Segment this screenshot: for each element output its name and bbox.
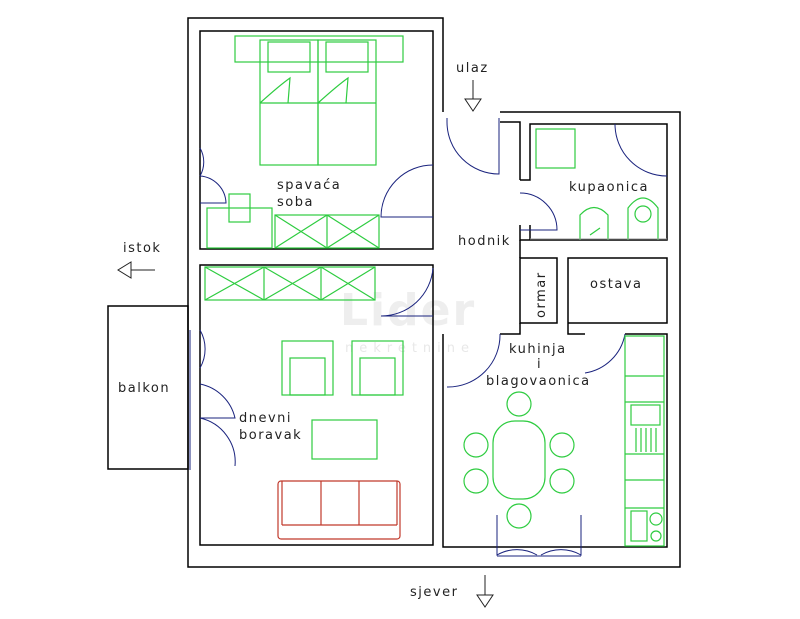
bedroom-label-2: soba [277, 195, 314, 210]
bathroom-label: kupaonica [569, 180, 649, 195]
svg-text:ulaz: ulaz [456, 61, 489, 76]
kitchen-label-2: i [537, 357, 542, 372]
coffee-table [311, 419, 378, 460]
arrow-left-icon [117, 261, 155, 279]
sofa [277, 480, 401, 540]
entrance-marker: ulaz [456, 61, 489, 112]
kitchen-label: kuhinja [509, 342, 567, 357]
bedroom-window [199, 147, 227, 204]
wardrobe-label: ormar [534, 271, 549, 318]
armchairs [281, 340, 404, 396]
storage-door [584, 333, 626, 374]
bedroom-desk-and-wardrobe [204, 193, 380, 301]
svg-text:sjever: sjever [410, 585, 458, 600]
dining-table [463, 391, 575, 529]
bedroom-door [380, 164, 434, 218]
bedroom-label: spavaća [277, 178, 341, 193]
svg-text:Lider: Lider [340, 285, 476, 336]
entrance-door [446, 118, 500, 175]
storage-label: ostava [590, 277, 642, 292]
living-door [380, 267, 434, 317]
bathroom-fixtures [530, 128, 667, 240]
balcony-doors [199, 329, 236, 467]
doors [189, 118, 668, 557]
kitchen-door [446, 333, 501, 388]
bedroom-outline [199, 30, 434, 250]
north-marker: sjever [410, 575, 494, 608]
wardrobe-outline [519, 257, 558, 324]
east-marker: istok [117, 241, 161, 279]
svg-text:nekretnine: nekretnine [345, 341, 475, 356]
living-room-outline [199, 264, 434, 546]
kitchen-label-3: blagovaonica [486, 374, 591, 389]
hallway-label: hodnik [458, 234, 511, 249]
living-label: dnevni [239, 411, 292, 426]
bed [234, 35, 404, 166]
kitchen-balcony-door [496, 515, 582, 557]
svg-text:istok: istok [123, 241, 161, 256]
arrow-down-icon [476, 575, 494, 608]
arrow-down-icon [464, 80, 482, 112]
living-label-2: boravak [239, 428, 302, 443]
hall-bath-door [519, 192, 558, 231]
kitchen-counter [624, 335, 665, 547]
walls [107, 17, 681, 568]
watermark-logo: Lider nekretnine [340, 285, 476, 356]
balcony-outline [107, 305, 189, 470]
balcony-label: balkon [118, 381, 170, 396]
bathroom-door [614, 123, 668, 177]
